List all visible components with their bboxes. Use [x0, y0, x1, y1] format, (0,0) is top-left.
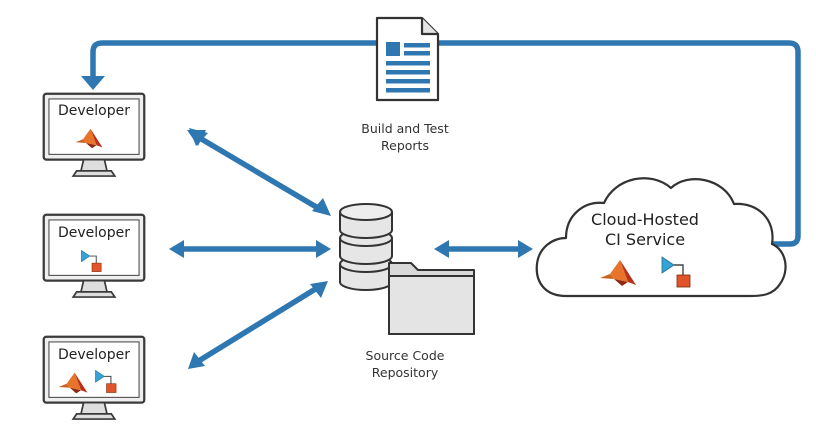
cloud-shape [535, 177, 787, 298]
reports-feedback-arrow [90, 40, 801, 247]
developer3-repository-arrow [188, 281, 328, 369]
ci-service-label: Cloud-Hosted CI Service [570, 210, 720, 250]
reports-label-line1: Build and Test [361, 121, 449, 136]
reports-label: Build and Test Reports [345, 120, 465, 154]
ci-service-label-line2: CI Service [604, 230, 686, 249]
ci-service-label-line1: Cloud-Hosted [591, 210, 699, 229]
database-folder-icon [339, 203, 475, 335]
repository-label-line1: Source Code [365, 348, 445, 363]
developer3-label: Developer [57, 347, 130, 363]
repository-ci-arrow [434, 240, 533, 258]
reports-feedback-arrowhead [81, 76, 105, 90]
folder-icon [388, 262, 475, 335]
developer1-label: Developer [57, 103, 130, 119]
repository-label-line2: Repository [371, 365, 439, 380]
developer1-repository-arrow [187, 128, 331, 216]
database-icon [339, 203, 393, 291]
document-icon [375, 16, 440, 102]
developer2-repository-arrow [169, 240, 331, 258]
repository-label: Source Code Repository [350, 347, 460, 381]
reports-label-line2: Reports [381, 138, 429, 153]
developer2-label: Developer [57, 225, 130, 241]
